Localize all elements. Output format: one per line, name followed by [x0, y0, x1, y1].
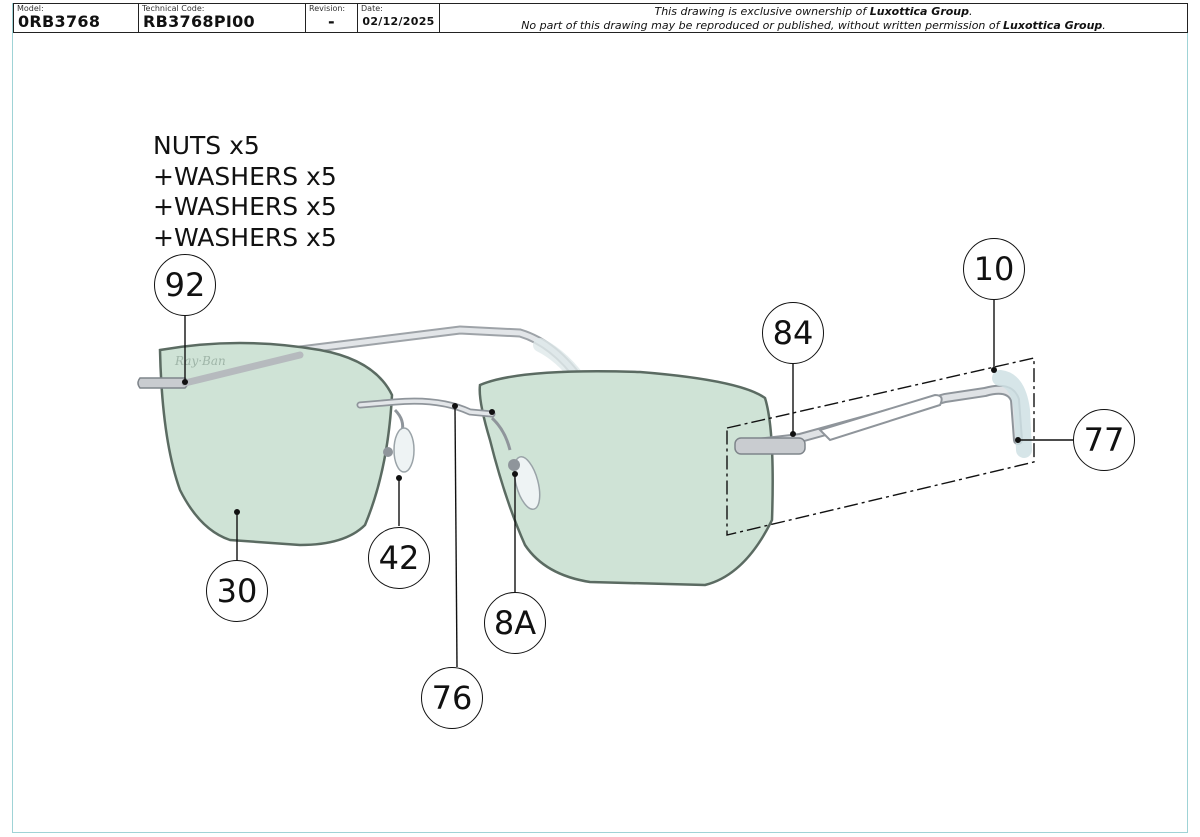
callout-77: 77 [1073, 409, 1135, 471]
revision-cell: Revision: - [306, 4, 358, 32]
lens-logo: Ray·Ban [174, 354, 226, 368]
bridge [356, 397, 496, 418]
notice-line-2-brand: Luxottica Group [1003, 19, 1103, 32]
callout-76: 76 [421, 667, 483, 729]
right-lens [478, 370, 774, 587]
model-caption: Model: [17, 4, 44, 13]
leader-dots [182, 367, 1021, 515]
callout-8a: 8A [484, 592, 546, 654]
notice-line-2-end: . [1102, 19, 1106, 32]
revision-value: - [328, 12, 335, 31]
temple-detail-box [726, 357, 1035, 536]
left-nose-pad [383, 408, 415, 473]
notice-line-1-end: . [969, 5, 973, 18]
parts-note-line: +WASHERS x5 [153, 161, 337, 191]
title-block: Model: 0RB3768 Technical Code: RB3768PI0… [13, 3, 1188, 33]
notice-line-1-text: This drawing is exclusive ownership of [654, 5, 870, 18]
technical-code-cell: Technical Code: RB3768PI00 [139, 4, 306, 32]
parts-note: NUTS x5 +WASHERS x5 +WASHERS x5 +WASHERS… [153, 131, 337, 253]
ownership-notice: This drawing is exclusive ownership of L… [440, 4, 1187, 32]
callout-84: 84 [762, 302, 824, 364]
technical-code-caption: Technical Code: [142, 4, 205, 13]
left-end-piece [137, 377, 189, 389]
callout-42: 42 [368, 527, 430, 589]
date-cell: Date: 02/12/2025 [358, 4, 440, 32]
notice-line-2-text: No part of this drawing may be reproduce… [521, 19, 1004, 32]
callout-10: 10 [963, 238, 1025, 300]
parts-note-line: NUTS x5 [153, 131, 260, 160]
model-cell: Model: 0RB3768 [14, 4, 139, 32]
revision-caption: Revision: [309, 4, 346, 13]
parts-note-line: +WASHERS x5 [153, 222, 337, 252]
leader-lines [184, 300, 1073, 668]
callout-92: 92 [154, 254, 216, 316]
notice-line-2: No part of this drawing may be reproduce… [440, 19, 1187, 33]
parts-note-line: +WASHERS x5 [153, 192, 337, 221]
left-lens: Ray·Ban [158, 341, 394, 547]
date-value: 02/12/2025 [362, 15, 435, 28]
notice-line-1: This drawing is exclusive ownership of L… [440, 5, 1187, 19]
near-temple [734, 370, 1032, 458]
model-value: 0RB3768 [18, 12, 101, 31]
right-nose-pad [490, 416, 541, 510]
left-temple-stub [181, 351, 304, 387]
notice-line-1-brand: Luxottica Group [869, 5, 970, 18]
callout-30: 30 [206, 560, 268, 622]
hinge-block [734, 437, 806, 455]
technical-code-value: RB3768PI00 [143, 12, 255, 31]
date-caption: Date: [361, 4, 383, 13]
